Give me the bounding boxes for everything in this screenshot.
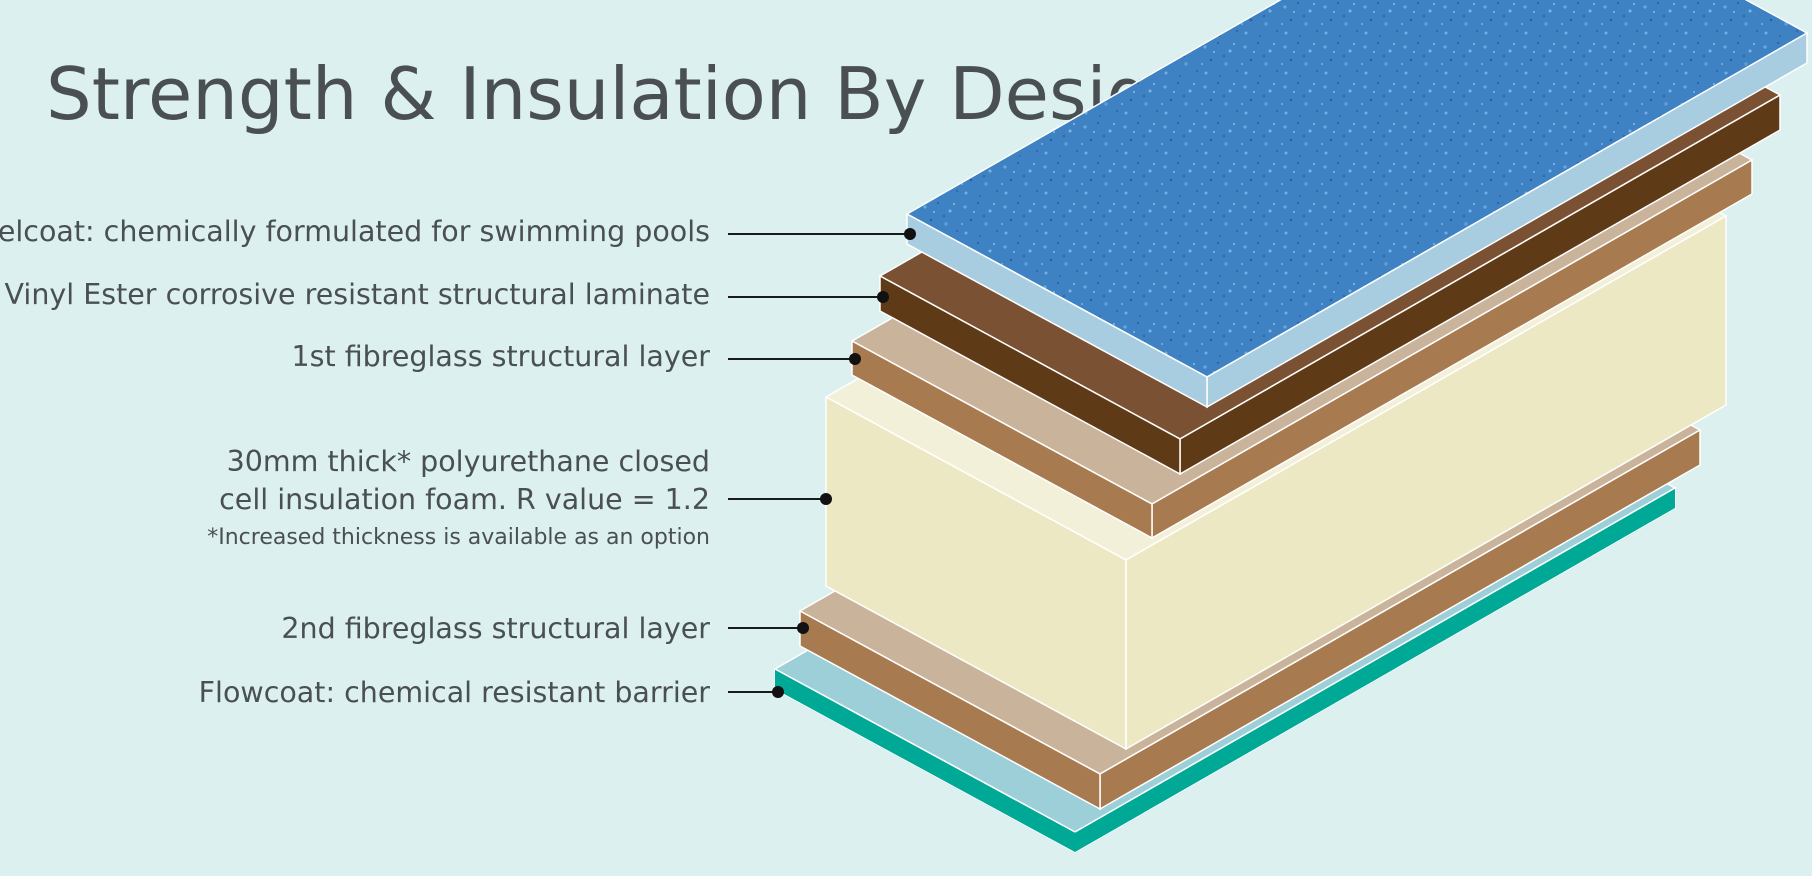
vinyl-ester-label: Vinyl Ester corrosive resistant structur… — [4, 278, 710, 311]
gelcoat-dot — [904, 228, 916, 240]
fibreglass-1-dot — [849, 353, 861, 365]
fibreglass-1-label: 1st fibreglass structural layer — [291, 340, 710, 373]
foam-label-line-1: 30mm thick* polyurethane closed — [226, 445, 710, 478]
fibreglass-2-label: 2nd fibreglass structural layer — [281, 612, 710, 645]
foam-dot — [820, 493, 832, 505]
foam-label-line-2: cell insulation foam. R value = 1.2 — [219, 483, 710, 516]
gelcoat-label: Gelcoat: chemically formulated for swimm… — [0, 215, 710, 248]
gelcoat-layer — [905, 0, 1809, 409]
leader-dots — [772, 228, 916, 698]
foam-note: *Increased thickness is available as an … — [207, 525, 710, 550]
foam-label: 30mm thick* polyurethane closed cell ins… — [207, 443, 710, 557]
page-title: Strength & Insulation By Design — [46, 52, 1198, 136]
vinyl-ester-dot — [877, 291, 889, 303]
flowcoat-label: Flowcoat: chemical resistant barrier — [198, 676, 710, 709]
flowcoat-dot — [772, 686, 784, 698]
leader-lines — [728, 233, 910, 693]
fibreglass-2-dot — [797, 622, 809, 634]
